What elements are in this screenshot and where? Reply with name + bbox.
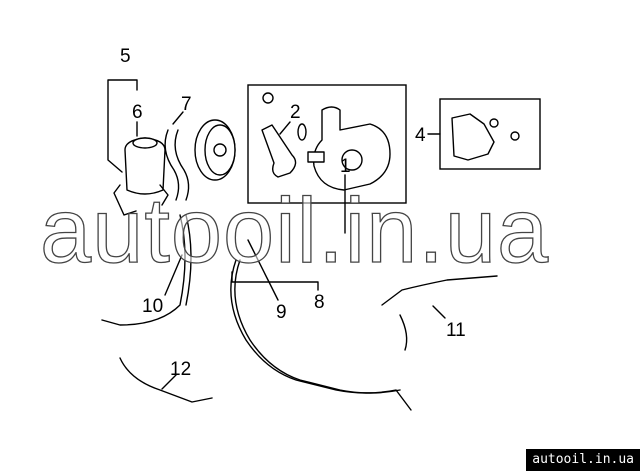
watermark: autooil.in.ua: [40, 180, 549, 282]
callout-11: 11: [446, 320, 466, 341]
return-hose: [101, 214, 192, 326]
callout-1: 1: [340, 156, 351, 177]
callout-5: 5: [120, 46, 131, 67]
cooler-line: [119, 357, 213, 403]
cooler-hose: [381, 275, 498, 351]
pulley: [194, 119, 236, 181]
pump-group-box: [247, 84, 407, 204]
callout-9: 9: [276, 302, 287, 323]
pump: [261, 92, 391, 191]
callout-12: 12: [170, 359, 191, 380]
callout-2: 2: [290, 102, 301, 123]
reservoir: [113, 137, 169, 216]
site-badge: autooil.in.ua: [526, 449, 640, 471]
hose: [164, 129, 190, 201]
callout-7: 7: [181, 94, 192, 115]
callout-10: 10: [142, 296, 163, 317]
callout-4: 4: [415, 125, 426, 146]
leader-lines: [107, 79, 446, 390]
callout-8: 8: [314, 292, 325, 313]
bracket: [451, 113, 520, 161]
callout-6: 6: [132, 102, 143, 123]
